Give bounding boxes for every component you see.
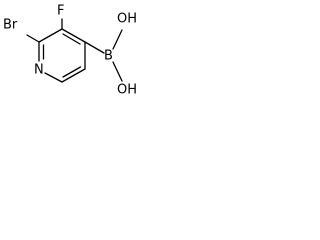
bond-c5-c6 [61, 68, 86, 83]
atom-label-nitrogen: N [34, 63, 44, 78]
atom-label-fluorine: F [57, 4, 64, 19]
bond-b-oh-bottom [112, 61, 123, 82]
bond-c3-c4 [61, 28, 86, 43]
atom-label-hydroxyl-bottom: OH [117, 83, 137, 98]
bond-c4-b [84, 41, 105, 54]
bond-c2-c3 [38, 28, 63, 43]
double-bond-c5-c6 [62, 66, 82, 78]
atom-label-bromine: Br [3, 18, 18, 33]
atom-label-boron: B [104, 49, 113, 64]
bond-b-oh-top [112, 29, 123, 50]
bond-c2-br [26, 34, 40, 43]
molecule-structure: Br F N B OH OH [3, 4, 137, 98]
double-bond-c3-c4 [62, 33, 81, 45]
bond-c6-n1 [44, 72, 63, 83]
atom-label-hydroxyl-top: OH [117, 12, 137, 27]
